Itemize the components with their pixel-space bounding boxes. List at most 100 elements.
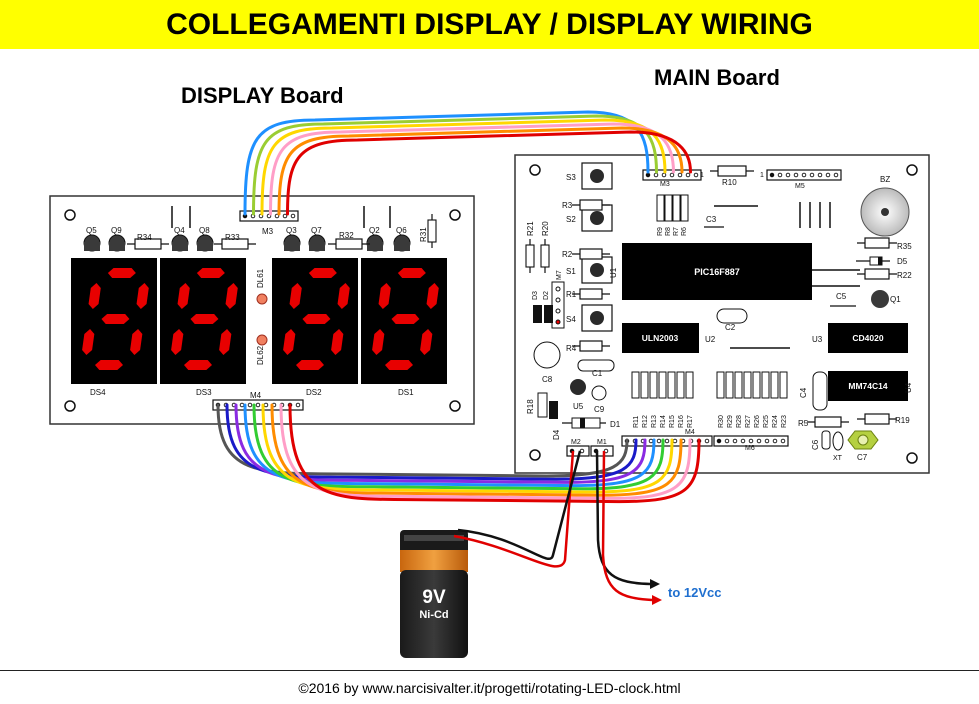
connector-m5-pin xyxy=(793,172,799,178)
connector-m7-pin xyxy=(555,319,561,325)
resistor-r34 xyxy=(134,238,162,250)
resistor-r9 xyxy=(656,194,665,222)
resistor-label: R30 xyxy=(718,415,725,428)
resistor-label: R21 xyxy=(526,221,535,236)
diode-d2 xyxy=(544,305,553,323)
wire-power-red xyxy=(601,450,653,602)
connector-m3-display-pin xyxy=(274,213,280,219)
resistor-label: R8 xyxy=(665,227,672,236)
regulator-u5 xyxy=(570,379,586,395)
resistor-r22 xyxy=(864,268,890,280)
footer-divider xyxy=(0,670,979,671)
transistor-q7-body xyxy=(309,242,325,251)
capacitor-label: C8 xyxy=(542,375,553,384)
resistor-label: R33 xyxy=(225,233,240,242)
resistor-r17 xyxy=(685,371,694,399)
resistor-r11 xyxy=(631,371,640,399)
digit-ds3-seg xyxy=(184,360,212,370)
connector-label: M6 xyxy=(745,445,755,452)
wire-bottom xyxy=(270,403,683,497)
wire-battery-red xyxy=(453,450,575,568)
digit-ds2-seg xyxy=(331,329,344,355)
resistor-label: R20 xyxy=(541,221,550,236)
digit-ds2-seg xyxy=(337,283,350,309)
digit-ds1-seg xyxy=(372,329,385,355)
wire-bottom xyxy=(252,403,665,491)
connector-m3-main-pin xyxy=(653,172,659,178)
resistor-label: R22 xyxy=(897,271,912,280)
resistor-label: R26 xyxy=(754,415,761,428)
diode-label: D4 xyxy=(552,429,561,440)
digit-ds4-seg xyxy=(136,283,149,309)
button-label: S4 xyxy=(566,315,576,324)
resistor-r26 xyxy=(752,371,761,399)
resistor-r24 xyxy=(770,371,779,399)
capacitor-c1 xyxy=(577,359,615,372)
wire-top xyxy=(277,126,684,216)
connector-m5-pin xyxy=(809,172,815,178)
connector-m7-pin xyxy=(555,297,561,303)
wire-bottom xyxy=(261,403,674,494)
resistor-label: R12 xyxy=(642,415,649,428)
resistor-label: R35 xyxy=(897,242,912,251)
battery-type: Ni-Cd xyxy=(419,609,448,621)
capacitor-c8 xyxy=(533,341,561,369)
wire-bottom xyxy=(234,403,647,484)
resistor-r1 xyxy=(579,288,603,300)
connector-m3-main-pin xyxy=(685,172,691,178)
resistor-label: R29 xyxy=(727,415,734,428)
digit-ds1-seg xyxy=(426,283,439,309)
connector-m5-pin xyxy=(769,172,775,178)
capacitor-label: C3 xyxy=(706,215,717,224)
button-cap xyxy=(590,211,604,225)
connector-m4-main-pin xyxy=(704,438,710,444)
connector-m6-pin xyxy=(748,438,754,444)
arrow-head xyxy=(650,579,660,589)
digit-ds3-seg xyxy=(190,314,219,324)
connector-m6-pin xyxy=(772,438,778,444)
wire-bottom xyxy=(225,403,638,481)
wire-top xyxy=(252,114,658,216)
resistor-r2 xyxy=(579,248,603,260)
resistor-label: R3 xyxy=(562,201,573,210)
capacitor-label: C2 xyxy=(725,323,736,332)
capacitor-label: C9 xyxy=(594,405,605,414)
connector-m6-pin xyxy=(732,438,738,444)
diode-d5-band xyxy=(878,257,882,265)
resistor-label: R1 xyxy=(566,290,577,299)
title-banner xyxy=(0,0,979,49)
diode-d1 xyxy=(571,417,601,429)
battery-voltage: 9V xyxy=(422,587,446,608)
resistor-r30 xyxy=(716,371,725,399)
pin-label: 1 xyxy=(760,172,764,179)
transistor-label: Q3 xyxy=(286,226,297,235)
resistor-label: R5 xyxy=(798,419,809,428)
chip-ref: U1 xyxy=(609,267,618,278)
button-label: S1 xyxy=(566,267,576,276)
connector-m4-display-pin xyxy=(255,402,261,408)
digit-ds1-seg xyxy=(385,360,413,370)
resistor-r33 xyxy=(221,238,249,250)
chip-mm74c14 xyxy=(828,371,908,401)
resistor-label: R11 xyxy=(633,416,640,428)
battery: 9V Ni-Cd xyxy=(400,530,468,658)
wire-power-black xyxy=(595,450,651,586)
resistor-label: R23 xyxy=(781,415,788,428)
connector-m5-pin xyxy=(817,172,823,178)
digit-label: DS4 xyxy=(90,388,106,397)
capacitor-label: C5 xyxy=(836,292,847,301)
digit-ds4-seg xyxy=(101,314,130,324)
connector-m5-pin xyxy=(825,172,831,178)
capacitor-c4 xyxy=(812,371,828,411)
resistor-r12 xyxy=(640,371,649,399)
connector-m4-display-pin xyxy=(295,402,301,408)
chip-label-mcu: PIC16F887 xyxy=(694,267,740,277)
digit-ds3-seg xyxy=(177,283,190,309)
connector-label: M3 xyxy=(660,181,670,188)
diode-label: D5 xyxy=(897,257,908,266)
connector-m6-pin xyxy=(764,438,770,444)
main-board-title: MAIN Board xyxy=(654,65,780,90)
connector-m6-pin xyxy=(716,438,722,444)
transistor-q2-body xyxy=(367,242,383,251)
